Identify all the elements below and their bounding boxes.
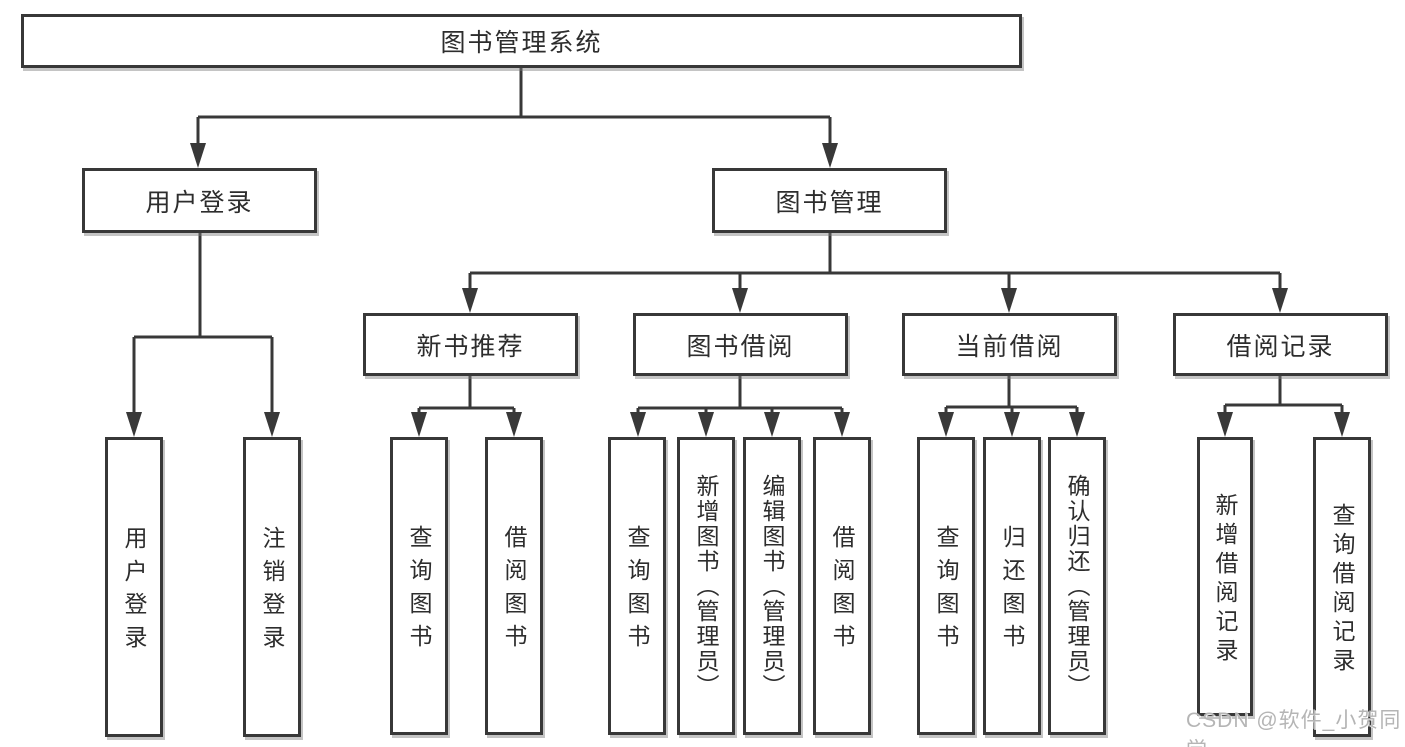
node-book-management: 图书管理	[712, 168, 947, 233]
arrow-down-icon	[732, 288, 748, 313]
leaf-borrowing-query-books: 查询图书	[608, 437, 666, 735]
leaf-newbook-query-books: 查询图书	[390, 437, 448, 735]
arrow-down-icon	[126, 412, 142, 437]
arrow-down-icon	[698, 412, 714, 437]
arrow-down-icon	[834, 412, 850, 437]
arrow-down-icon	[1001, 288, 1017, 313]
arrow-down-icon	[264, 412, 280, 437]
node-current-borrowing: 当前借阅	[902, 313, 1117, 376]
arrow-down-icon	[1004, 412, 1020, 437]
arrow-down-icon	[1334, 412, 1350, 437]
leaf-borrowing-borrow-books: 借阅图书	[813, 437, 871, 735]
leaf-records-query-record: 查询借阅记录	[1313, 437, 1371, 737]
arrow-down-icon	[1272, 288, 1288, 313]
arrow-down-icon	[506, 412, 522, 437]
arrow-down-icon	[822, 143, 838, 168]
leaf-borrowing-add-books-admin: 新增图书（管理员）	[677, 437, 735, 735]
leaf-records-add-record: 新增借阅记录	[1197, 437, 1253, 716]
leaf-user-login: 用户登录	[105, 437, 163, 737]
leaf-current-confirm-return-admin: 确认归还（管理员）	[1048, 437, 1106, 735]
arrow-down-icon	[630, 412, 646, 437]
arrow-down-icon	[1069, 412, 1085, 437]
arrow-down-icon	[764, 412, 780, 437]
arrow-down-icon	[190, 143, 206, 168]
leaf-logout: 注销登录	[243, 437, 301, 737]
leaf-current-return-books: 归还图书	[983, 437, 1041, 735]
arrow-down-icon	[411, 412, 427, 437]
node-borrowing-records: 借阅记录	[1173, 313, 1388, 376]
node-user-login: 用户登录	[82, 168, 317, 233]
node-root: 图书管理系统	[21, 14, 1022, 68]
leaf-borrowing-edit-books-admin: 编辑图书（管理员）	[743, 437, 801, 735]
arrow-down-icon	[1217, 412, 1233, 437]
node-book-borrowing: 图书借阅	[633, 313, 848, 376]
arrow-down-icon	[938, 412, 954, 437]
leaf-current-query-books: 查询图书	[917, 437, 975, 735]
node-new-book-recommend: 新书推荐	[363, 313, 578, 376]
leaf-newbook-borrow-books: 借阅图书	[485, 437, 543, 735]
watermark: CSDN @软件_小贺同学	[1186, 709, 1402, 747]
arrow-down-icon	[462, 288, 478, 313]
